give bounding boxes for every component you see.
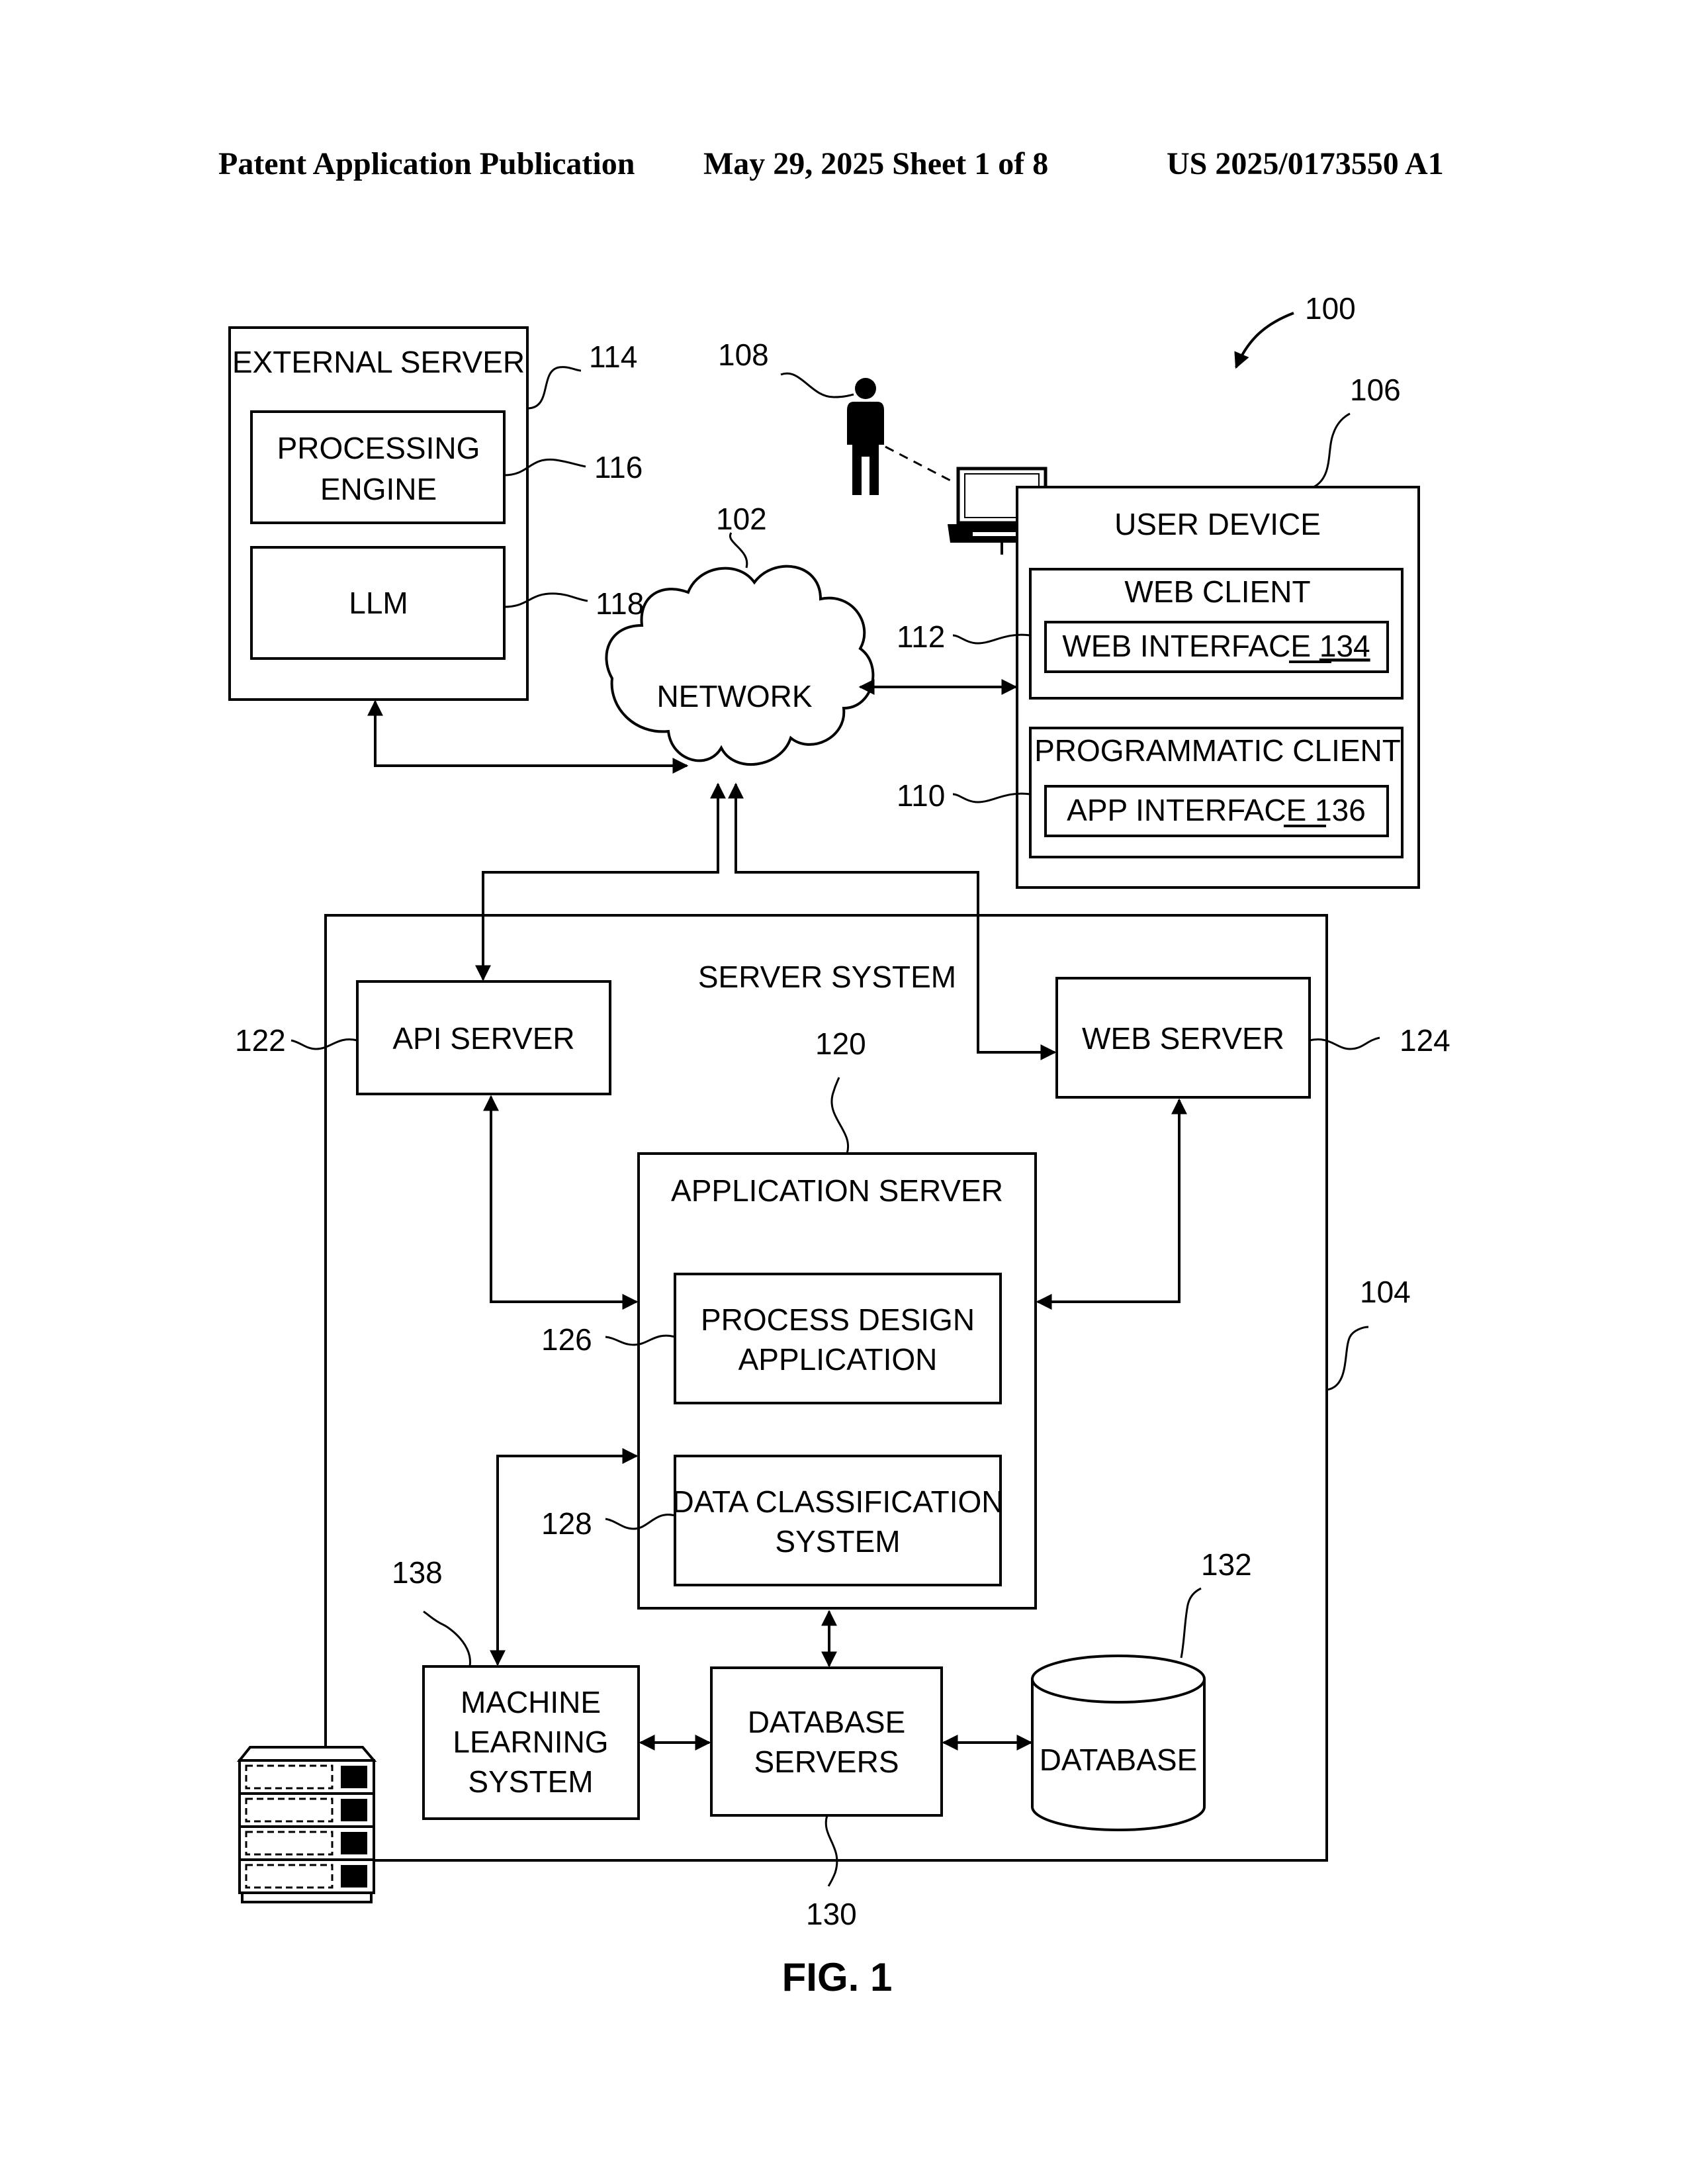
application-server-label: APPLICATION SERVER	[671, 1173, 1003, 1208]
ref-108: 108	[718, 338, 769, 372]
api-server: API SERVER	[356, 980, 611, 1095]
external-server-label: EXTERNAL SERVER	[232, 345, 525, 379]
ref-128: 128	[541, 1506, 592, 1541]
processing-engine-label-line2: ENGINE	[320, 472, 437, 506]
process-design-label-line1: PROCESS DESIGN	[701, 1302, 975, 1337]
web-server-label: WEB SERVER	[1082, 1021, 1284, 1056]
connector-ml-application	[490, 1448, 639, 1666]
connector-web-application	[1036, 1098, 1187, 1310]
ref-104: 104	[1360, 1275, 1411, 1309]
ref-106: 106	[1350, 373, 1401, 407]
connector-api-application	[483, 1095, 639, 1310]
ref-116: 116	[594, 450, 643, 484]
connector-external-network	[367, 700, 689, 774]
user-device-label: USER DEVICE	[1114, 507, 1321, 541]
machine-learning-label-line2: LEARNING	[453, 1725, 608, 1759]
ref-114: 114	[589, 340, 637, 374]
ref-124: 124	[1400, 1023, 1450, 1058]
machine-learning-system: MACHINE LEARNING SYSTEM	[422, 1665, 640, 1820]
server-system-label: SERVER SYSTEM	[698, 960, 956, 994]
person-icon	[847, 378, 884, 495]
api-server-label: API SERVER	[392, 1021, 574, 1056]
process-design-application: PROCESS DESIGN APPLICATION	[674, 1273, 1002, 1404]
app-interface-label: APP INTERFACE 136	[1067, 793, 1366, 827]
user-laptop-link	[885, 445, 954, 483]
programmatic-client-label: PROGRAMMATIC CLIENT	[1034, 733, 1401, 768]
leader-106	[1313, 412, 1351, 488]
database-servers-label-line1: DATABASE	[748, 1705, 906, 1739]
server-rack-icon	[236, 1746, 377, 1903]
process-design-label-line2: APPLICATION	[738, 1342, 938, 1377]
leader-108	[780, 372, 854, 398]
network-label: NETWORK	[656, 679, 812, 713]
cloud-icon: NETWORK	[605, 565, 875, 766]
database-cylinder-icon: DATABASE	[1031, 1655, 1206, 1831]
leader-116	[504, 458, 586, 477]
publication-date-sheet: May 29, 2025 Sheet 1 of 8	[703, 146, 1049, 181]
web-interface-label: WEB INTERFACE 134	[1062, 629, 1370, 663]
connector-network-api	[475, 782, 726, 981]
publication-title: Patent Application Publication	[218, 146, 635, 181]
leader-132	[1180, 1587, 1202, 1659]
leader-104	[1326, 1326, 1369, 1391]
ref-126: 126	[541, 1322, 592, 1357]
processing-engine: PROCESSING ENGINE	[250, 410, 506, 524]
ref-120: 120	[815, 1026, 866, 1061]
leader-122	[290, 1038, 358, 1050]
ref-112: 112	[897, 619, 945, 654]
web-server: WEB SERVER	[1055, 977, 1311, 1099]
web-interface: WEB INTERFACE 134	[1044, 621, 1389, 673]
ref-122: 122	[235, 1023, 286, 1058]
machine-learning-label-line1: MACHINE	[461, 1685, 601, 1719]
leader-112	[952, 633, 1031, 645]
ref-110: 110	[897, 778, 945, 813]
leader-120	[830, 1077, 850, 1154]
ref-132: 132	[1201, 1547, 1252, 1582]
publication-number: US 2025/0173550 A1	[1167, 146, 1444, 181]
leader-100	[1234, 312, 1294, 369]
processing-engine-label-line1: PROCESSING	[277, 431, 480, 465]
data-classification-label-line1: DATA CLASSIFICATION	[672, 1484, 1004, 1519]
leader-138	[423, 1610, 471, 1667]
llm-label: LLM	[349, 586, 408, 620]
app-interface: APP INTERFACE 136	[1044, 785, 1389, 837]
data-classification-label-line2: SYSTEM	[775, 1524, 900, 1559]
leader-118	[504, 592, 588, 608]
llm: LLM	[250, 546, 506, 660]
figure-label: FIG. 1	[782, 1955, 893, 1999]
ref-130: 130	[806, 1897, 857, 1931]
leader-130	[825, 1815, 838, 1887]
ref-118: 118	[596, 586, 644, 621]
database-servers: DATABASE SERVERS	[710, 1666, 943, 1817]
leader-124	[1309, 1036, 1380, 1050]
database-label: DATABASE	[1040, 1743, 1198, 1777]
ref-102: 102	[716, 502, 767, 536]
web-client-label: WEB CLIENT	[1124, 574, 1310, 609]
leader-126	[605, 1334, 676, 1346]
ref-138: 138	[392, 1555, 443, 1590]
connector-network-web	[728, 782, 1057, 1060]
ref-100: 100	[1305, 291, 1356, 326]
data-classification-system: DATA CLASSIFICATION SYSTEM	[672, 1455, 1004, 1586]
database-servers-label-line2: SERVERS	[754, 1745, 899, 1779]
leader-102	[729, 532, 748, 569]
leader-114	[527, 366, 582, 410]
machine-learning-label-line3: SYSTEM	[468, 1764, 593, 1799]
